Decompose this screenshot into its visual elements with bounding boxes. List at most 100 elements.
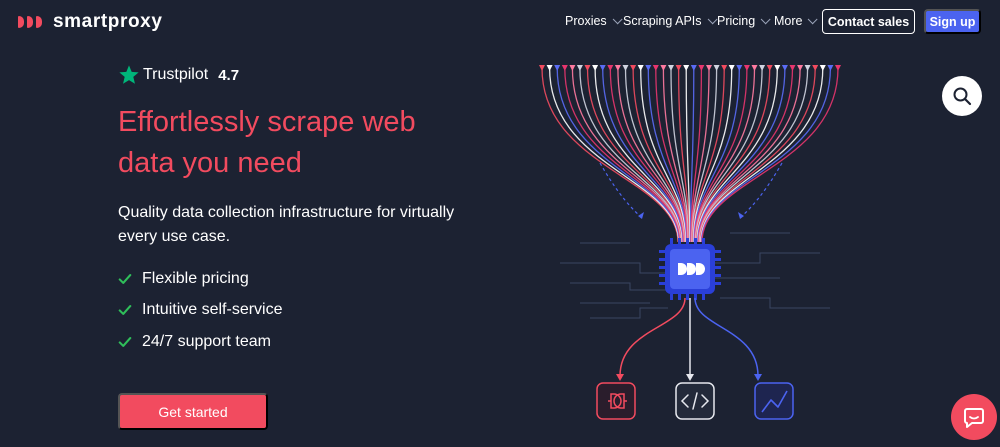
nav-item-more[interactable]: More xyxy=(774,13,819,28)
funnel-line xyxy=(700,67,824,243)
funnel-line xyxy=(691,67,718,243)
funnel-line xyxy=(695,67,771,243)
sign-up-button[interactable]: Sign up xyxy=(924,9,981,34)
funnel-arrowhead-icon xyxy=(812,65,819,71)
nav-item-pricing[interactable]: Pricing xyxy=(717,13,771,28)
funnel-arrowhead-icon xyxy=(759,65,766,71)
flow-arrow-left xyxy=(599,162,641,217)
hero-title: Effortlessly scrape web data you need xyxy=(118,106,416,179)
funnel-line xyxy=(692,67,725,243)
funnel-line xyxy=(571,67,682,243)
funnel-arrowhead-icon xyxy=(645,65,652,71)
funnel-arrowhead-icon xyxy=(622,65,629,71)
funnel-arrowhead-icon xyxy=(766,65,773,71)
funnel-line xyxy=(699,67,816,243)
funnel-line xyxy=(689,67,695,243)
funnel-line xyxy=(695,67,763,243)
data-funnel-illustration xyxy=(539,65,841,420)
funnel-arrowhead-icon xyxy=(743,65,750,71)
brand-logo[interactable]: smartproxy xyxy=(18,10,163,34)
funnel-arrowhead-icon xyxy=(797,65,804,71)
funnel-arrowhead-icon xyxy=(819,65,826,71)
feature-item: Flexible pricing xyxy=(118,263,283,295)
funnel-arrowhead-icon xyxy=(706,65,712,71)
funnel-arrowhead-icon xyxy=(781,65,788,71)
funnel-line xyxy=(662,67,689,243)
feature-list: Flexible pricing Intuitive self-service … xyxy=(118,263,283,358)
hero-subtitle: Quality data collection infrastructure f… xyxy=(118,204,455,245)
logo-mark-icon xyxy=(18,16,45,28)
get-started-button[interactable]: Get started xyxy=(118,393,268,430)
funnel-arrowhead-icon xyxy=(789,65,796,71)
funnel-line xyxy=(692,67,733,243)
funnel-arrowhead-icon xyxy=(630,65,637,71)
funnel-line xyxy=(624,67,686,243)
smartproxy-chip-icon xyxy=(659,238,721,300)
nav-label: Scraping APIs xyxy=(623,14,702,28)
funnel-line xyxy=(541,67,679,243)
contact-sales-button[interactable]: Contact sales xyxy=(822,9,915,34)
funnel-line xyxy=(685,67,691,243)
chat-button[interactable] xyxy=(951,394,997,440)
funnel-arrowhead-icon xyxy=(774,65,781,71)
search-icon xyxy=(953,87,972,106)
funnel-line xyxy=(617,67,685,243)
funnel-line xyxy=(655,67,688,243)
code-icon xyxy=(675,382,715,420)
arrowhead-icon xyxy=(638,212,644,219)
nav-item-scraping-apis[interactable]: Scraping APIs xyxy=(623,13,718,28)
funnel-line xyxy=(700,67,832,243)
nav-label: Pricing xyxy=(717,14,756,28)
funnel-arrowhead-icon xyxy=(698,65,705,71)
funnel-line xyxy=(647,67,688,243)
funnel-arrowhead-icon xyxy=(584,65,591,71)
funnel-lines xyxy=(539,65,841,243)
arrowhead-icon xyxy=(686,374,694,381)
trustpilot-star-icon xyxy=(119,65,139,84)
funnel-line xyxy=(594,67,683,243)
funnel-line xyxy=(697,67,794,243)
funnel-arrowhead-icon xyxy=(668,65,674,71)
funnel-arrowhead-icon xyxy=(675,65,682,71)
funnel-line xyxy=(697,67,786,243)
funnel-line xyxy=(693,67,748,243)
arrowhead-icon xyxy=(754,374,762,381)
feature-label: Intuitive self-service xyxy=(142,301,283,319)
funnel-arrowhead-icon xyxy=(607,65,614,71)
feature-item: Intuitive self-service xyxy=(118,295,283,327)
flow-arrow-right xyxy=(741,162,783,217)
funnel-line xyxy=(670,67,690,243)
chevron-down-icon xyxy=(808,13,819,24)
feature-label: 24/7 support team xyxy=(142,332,271,350)
funnel-arrowhead-icon xyxy=(539,65,545,71)
funnel-line xyxy=(696,67,778,243)
funnel-line xyxy=(586,67,683,243)
arrowhead-icon xyxy=(616,374,624,381)
top-navbar: smartproxy Proxies Scraping APIs Pricing… xyxy=(0,0,1000,44)
funnel-arrowhead-icon xyxy=(751,65,758,71)
funnel-line xyxy=(698,67,809,243)
feature-item: 24/7 support team xyxy=(118,326,283,358)
chevron-down-icon xyxy=(760,13,771,24)
output-line-right xyxy=(694,297,759,377)
trustpilot-rating[interactable]: Trustpilot 4.7 xyxy=(118,64,239,86)
check-icon xyxy=(118,273,132,284)
funnel-arrowhead-icon xyxy=(561,65,568,71)
funnel-arrowhead-icon xyxy=(546,65,553,71)
output-line-left xyxy=(619,297,686,377)
trustpilot-label: Trustpilot xyxy=(143,66,209,83)
funnel-line xyxy=(701,67,839,243)
funnel-line xyxy=(640,67,687,243)
nav-label: More xyxy=(774,14,803,28)
brand-name: smartproxy xyxy=(53,11,163,32)
funnel-line xyxy=(602,67,684,243)
search-button[interactable] xyxy=(942,76,982,116)
funnel-line xyxy=(693,67,740,243)
nav-item-proxies[interactable]: Proxies xyxy=(565,13,623,28)
check-icon xyxy=(118,305,132,316)
chevron-down-icon xyxy=(612,13,623,24)
funnel-arrowhead-icon xyxy=(713,65,720,71)
funnel-arrowhead-icon xyxy=(660,65,667,71)
funnel-arrowhead-icon xyxy=(835,65,841,71)
